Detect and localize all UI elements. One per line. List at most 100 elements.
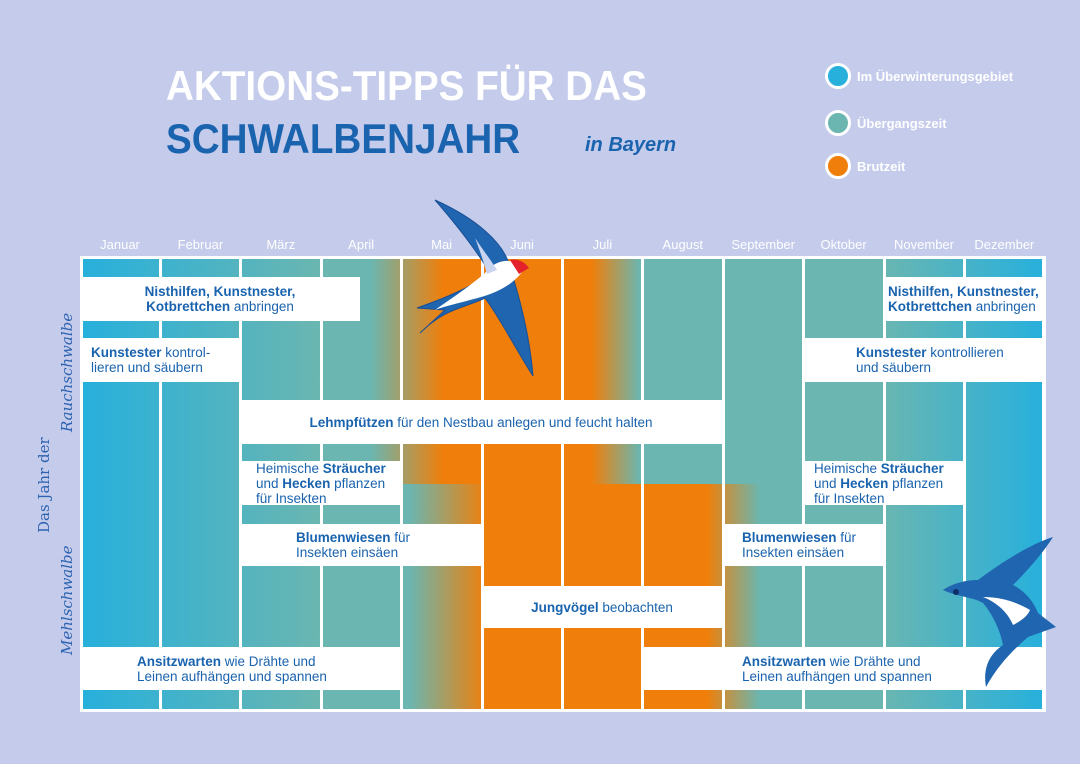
action-text: für <box>836 530 857 545</box>
action-keyword: Blumenwiesen <box>296 530 391 545</box>
month-label: Dezember <box>974 237 1035 252</box>
action-text: und säubern <box>856 360 932 375</box>
legend-label: Im Überwinterungsgebiet <box>857 68 1014 84</box>
month-divider <box>158 256 162 712</box>
month-label: Oktober <box>820 237 867 252</box>
action-line: und Hecken pflanzen <box>256 476 402 491</box>
legend-label: Übergangszeit <box>857 115 947 131</box>
action-line: Blumenwiesen für <box>742 530 884 545</box>
action-line: und säubern <box>856 360 1046 375</box>
action-line: Ansitzwarten wie Drähte und <box>137 654 402 669</box>
action-text: für Insekten <box>256 490 327 506</box>
action-keyword: Nisthilfen, Kunstnester, <box>888 284 1039 299</box>
action-keyword: Hecken <box>282 475 331 491</box>
action-line: Kotbrettchen anbringen <box>888 299 1046 314</box>
year-chart: Nisthilfen, Kunstnester,Kotbrettchen anb… <box>80 256 1046 712</box>
action-keyword: Hecken <box>840 475 889 491</box>
legend-dot-icon <box>825 110 851 136</box>
side-label-common: Das Jahr der <box>35 437 53 533</box>
house-martin-illustration <box>943 537 1056 687</box>
month-label: Februar <box>177 237 224 252</box>
action-text: für Insekten <box>814 490 885 506</box>
month-label: Mai <box>431 237 453 252</box>
month-label: Juli <box>592 237 613 252</box>
action-text: Insekten einsäen <box>742 545 845 560</box>
action-text: Leinen aufhängen und spannen <box>137 668 327 684</box>
action-keyword: Nisthilfen, Kunstnester, <box>144 284 296 299</box>
action-keyword: Kunstester <box>91 345 162 360</box>
action-text: und <box>256 475 283 491</box>
action-text: Leinen aufhängen und spannen <box>742 668 932 684</box>
month-divider <box>1041 256 1045 712</box>
action-line: Insekten einsäen <box>742 545 884 560</box>
action-text: kontrollieren <box>926 345 1004 360</box>
month-divider <box>641 256 645 712</box>
action-keyword: Sträucher <box>322 460 386 476</box>
action-text: anbringen <box>230 299 294 314</box>
action-text: lieren und säubern <box>91 360 203 375</box>
action-line: Kunstester kontrollieren <box>856 345 1046 360</box>
action-box: Lehmpfützen für den Nestbau anlegen und … <box>240 400 722 444</box>
action-line: Heimische Sträucher <box>814 461 965 476</box>
action-text: und <box>814 475 841 491</box>
action-text: für den Nestbau anlegen und feucht halte… <box>393 414 653 430</box>
action-line: Insekten einsäen <box>296 545 482 560</box>
action-text: pflanzen <box>330 475 386 491</box>
action-text: anbringen <box>972 299 1036 314</box>
action-keyword: Kotbrettchen <box>888 299 972 314</box>
action-keyword: Sträucher <box>880 460 944 476</box>
action-keyword: Blumenwiesen <box>742 530 837 545</box>
action-text: wie Drähte und <box>221 653 316 669</box>
month-label: August <box>662 237 704 252</box>
legend-item-winter: Im Überwinterungsgebiet <box>825 63 1013 89</box>
month-label: Januar <box>100 237 140 252</box>
action-line: Leinen aufhängen und spannen <box>137 669 402 684</box>
action-text: kontrol- <box>161 345 211 360</box>
month-label: März <box>266 237 296 252</box>
month-divider <box>560 256 564 712</box>
title-line-2: SCHWALBENJAHR <box>166 115 521 162</box>
action-line: Jungvögel beobachten <box>482 600 722 615</box>
action-box: Nisthilfen, Kunstnester,Kotbrettchen anb… <box>884 277 1046 321</box>
action-line: Lehmpfützen für den Nestbau anlegen und … <box>240 415 722 430</box>
month-label: September <box>731 237 795 252</box>
action-keyword: Kotbrettchen <box>146 299 231 314</box>
legend-dot-icon <box>825 153 851 179</box>
action-text: beobachten <box>598 599 673 615</box>
month-label: April <box>348 237 375 252</box>
title-suffix: in Bayern <box>585 134 677 156</box>
legend-dot-icon <box>825 63 851 89</box>
action-line: Nisthilfen, Kunstnester, <box>888 284 1046 299</box>
month-divider <box>80 256 83 712</box>
action-line: Kotbrettchen anbringen <box>80 299 360 314</box>
legend-item-transition: Übergangszeit <box>825 110 947 136</box>
side-label-mehlschwalbe: Mehlschwalbe <box>58 545 76 655</box>
action-keyword: Jungvögel <box>531 599 599 615</box>
action-keyword: Lehmpfützen <box>309 414 394 430</box>
legend-label: Brutzeit <box>857 158 906 174</box>
action-text: Insekten einsäen <box>296 545 399 560</box>
action-line: für Insekten <box>256 491 402 506</box>
action-text: wie Drähte und <box>826 653 921 669</box>
month-label: Juni <box>510 237 534 252</box>
action-box: Nisthilfen, Kunstnester,Kotbrettchen anb… <box>80 277 360 321</box>
action-line: Blumenwiesen für <box>296 530 482 545</box>
action-box: Jungvögel beobachten <box>482 586 722 628</box>
action-line: für Insekten <box>814 491 965 506</box>
action-text: pflanzen <box>888 475 944 491</box>
action-text: Heimische <box>814 460 881 476</box>
title-line-1: AKTIONS-TIPPS FÜR DAS <box>166 62 647 109</box>
action-keyword: Ansitzwarten <box>742 653 827 669</box>
action-line: Kunstester kontrol- <box>91 345 240 360</box>
action-box: Kunstester kontrol-lieren und säubern <box>80 338 240 382</box>
barn-swallow-illustration <box>416 199 534 377</box>
month-divider <box>480 256 484 712</box>
action-keyword: Ansitzwarten <box>137 653 222 669</box>
month-divider <box>721 256 725 712</box>
